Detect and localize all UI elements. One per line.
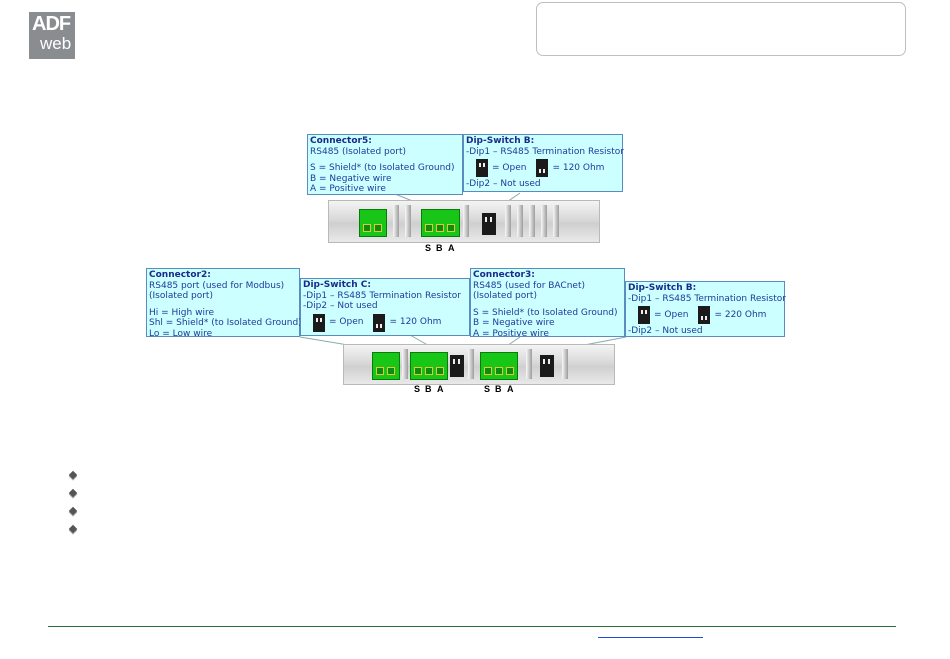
dipswitch-c-line1: -Dip1 – RS485 Termination Resistor — [303, 290, 461, 301]
dipswitch-b-callout-bottom: Dip-Switch B: -Dip1 – RS485 Termination … — [625, 281, 786, 337]
terminal-label-a: A — [437, 384, 444, 394]
dipswitch-b-line1: -Dip1 – RS485 Termination Resistor — [466, 146, 624, 157]
dip-switch-b-device — [540, 355, 554, 377]
dipswitch-b2-ohm-label: = 220 Ohm — [714, 309, 767, 320]
dipswitch-c-line2: -Dip2 – Not used — [303, 301, 378, 311]
connector3-title: Connector3: — [473, 270, 535, 280]
dipswitch-b-open-label: = Open — [492, 162, 527, 173]
terminal-block-connector5 — [421, 209, 460, 237]
dipswitch-c-title: Dip-Switch C: — [303, 280, 371, 290]
dip-switch-open-icon — [638, 306, 650, 324]
bullet-list — [70, 472, 76, 544]
terminal-block-power — [372, 352, 400, 380]
terminal-label-a: A — [448, 243, 455, 253]
connector5-line: RS485 (Isolated port) — [310, 146, 406, 157]
connector5-callout: Connector5: RS485 (Isolated port) S = Sh… — [307, 134, 463, 195]
dipswitch-c-callout: Dip-Switch C: -Dip1 – RS485 Termination … — [300, 278, 470, 336]
device-rail-bottom — [343, 344, 615, 385]
dipswitch-b2-title: Dip-Switch B: — [628, 283, 697, 293]
footer-divider — [48, 626, 896, 627]
connector2-title: Connector2: — [149, 270, 211, 280]
dipswitch-c-ohm-label: = 120 Ohm — [389, 317, 442, 328]
adfweb-logo: ADF web — [29, 12, 75, 59]
bullet-icon — [70, 472, 76, 478]
dipswitch-b-line2: -Dip2 – Not used — [466, 179, 541, 189]
connector3-line: B = Negative wire — [473, 318, 555, 328]
connector5-title: Connector5: — [310, 136, 372, 146]
bullet-icon — [70, 490, 76, 496]
connector5-line: S = Shield* (to Isolated Ground) — [310, 163, 455, 173]
dip-switch-on-icon — [698, 306, 711, 324]
dipswitch-b-title: Dip-Switch B: — [466, 136, 535, 146]
terminal-label-b: B — [425, 384, 432, 394]
terminal-label-s: S — [425, 243, 432, 253]
device-rail-top — [328, 200, 600, 243]
terminal-label-a: A — [507, 384, 514, 394]
connector2-line: RS485 port (used for Modbus) — [149, 280, 285, 291]
dipswitch-b2-line1: -Dip1 – RS485 Termination Resistor — [628, 293, 786, 304]
terminal-label-b: B — [495, 384, 502, 394]
terminal-block-connector2 — [410, 352, 448, 380]
header-title-box — [536, 2, 906, 56]
connector2-line: Hi = High wire — [149, 307, 214, 318]
connector2-line: Lo = Low wire — [149, 328, 213, 339]
connector5-line: A = Positive wire — [310, 184, 386, 194]
dipswitch-c-states: = Open = 120 Ohm — [313, 313, 467, 332]
dipswitch-b-callout-top: Dip-Switch B: -Dip1 – RS485 Termination … — [463, 134, 624, 192]
logo-text-web: web — [40, 34, 72, 53]
dip-switch-on-icon — [373, 313, 386, 332]
connector3-line: RS485 (used for BACnet) — [473, 280, 585, 291]
dip-switch-c-device — [450, 355, 464, 377]
connector3-callout: Connector3: RS485 (used for BACnet) (Iso… — [470, 268, 625, 339]
dip-switch-b-device — [482, 213, 496, 235]
connector2-line: (Isolated port) — [149, 291, 213, 301]
dip-switch-open-icon — [476, 159, 488, 177]
connector5-line: B = Negative wire — [310, 173, 392, 184]
connector3-line: S = Shield* (to Isolated Ground) — [473, 307, 618, 318]
terminal-label-b: B — [436, 243, 443, 253]
connector3-line: A = Positive wire — [473, 328, 549, 339]
logo-text-adf: ADF — [32, 13, 71, 35]
dipswitch-b2-states: = Open = 220 Ohm — [638, 306, 782, 324]
terminal-label-s: S — [484, 384, 491, 394]
bullet-icon — [70, 508, 76, 514]
dipswitch-b-ohm-label: = 120 Ohm — [552, 162, 605, 173]
dipswitch-c-open-label: = Open — [329, 317, 364, 328]
dipswitch-b-states: = Open = 120 Ohm — [476, 159, 620, 177]
dipswitch-b2-open-label: = Open — [654, 309, 689, 320]
footer-link-underline[interactable] — [598, 637, 703, 638]
dipswitch-b2-line2: -Dip2 – Not used — [628, 326, 703, 336]
connector2-callout: Connector2: RS485 port (used for Modbus)… — [146, 268, 302, 339]
dip-switch-on-icon — [536, 159, 549, 177]
connector3-line: (Isolated port) — [473, 291, 537, 301]
terminal-block-power — [359, 209, 387, 237]
terminal-label-s: S — [414, 384, 421, 394]
dip-switch-open-icon — [313, 313, 325, 332]
connector2-line: Shl = Shield* (to Isolated Ground) — [149, 318, 302, 328]
terminal-block-connector3 — [480, 352, 518, 380]
bullet-icon — [70, 526, 76, 532]
